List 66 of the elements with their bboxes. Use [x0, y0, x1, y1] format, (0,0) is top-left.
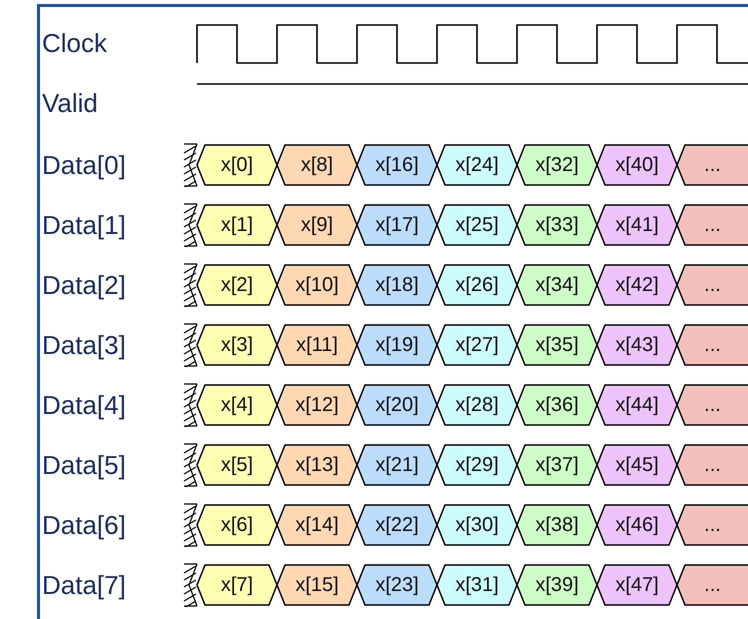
data-cell: x[13] — [277, 444, 357, 486]
data-cell: x[30] — [437, 504, 517, 546]
data-cell: x[11] — [277, 324, 357, 366]
data-cell: x[19] — [357, 324, 437, 366]
signal-name: Data[7] — [42, 570, 126, 600]
data-cell: x[29] — [437, 444, 517, 486]
data-cell: x[46] — [597, 504, 677, 546]
data-cell: ... — [677, 324, 748, 366]
data-cell: x[4] — [197, 384, 277, 426]
data-cell: x[32] — [517, 144, 597, 186]
data-cell: x[9] — [277, 204, 357, 246]
data-cell: x[0] — [197, 144, 277, 186]
data-cell: ... — [677, 444, 748, 486]
data-cell: x[2] — [197, 264, 277, 306]
data-cell: x[21] — [357, 444, 437, 486]
data-cell: x[37] — [517, 444, 597, 486]
data-cell: x[45] — [597, 444, 677, 486]
data-cell: x[31] — [437, 564, 517, 606]
data-cell: x[38] — [517, 504, 597, 546]
data-cell: x[25] — [437, 204, 517, 246]
data-cell: ... — [677, 144, 748, 186]
data-cell: x[24] — [437, 144, 517, 186]
data-cell: x[23] — [357, 564, 437, 606]
data-cell: x[18] — [357, 264, 437, 306]
data-cell: x[20] — [357, 384, 437, 426]
data-cell: x[10] — [277, 264, 357, 306]
data-cell: ... — [677, 384, 748, 426]
data-cell: x[7] — [197, 564, 277, 606]
signal-name: Valid — [42, 88, 98, 118]
data-cell: x[15] — [277, 564, 357, 606]
data-cell: x[26] — [437, 264, 517, 306]
data-cell: x[17] — [357, 204, 437, 246]
data-cell: x[12] — [277, 384, 357, 426]
data-cell: x[44] — [597, 384, 677, 426]
data-cell: ... — [677, 504, 748, 546]
data-cell: ... — [677, 204, 748, 246]
data-cell: x[22] — [357, 504, 437, 546]
signal-name: Data[1] — [42, 210, 126, 240]
data-cell: x[35] — [517, 324, 597, 366]
data-cell: x[16] — [357, 144, 437, 186]
signal-name: Data[2] — [42, 270, 126, 300]
data-cell: x[41] — [597, 204, 677, 246]
data-cell: x[43] — [597, 324, 677, 366]
data-cell: x[5] — [197, 444, 277, 486]
signal-name: Data[6] — [42, 510, 126, 540]
data-cell: x[3] — [197, 324, 277, 366]
signal-name: Data[4] — [42, 390, 126, 420]
data-cell: ... — [677, 264, 748, 306]
data-cell: ... — [677, 564, 748, 606]
data-cell: x[28] — [437, 384, 517, 426]
data-cell: x[14] — [277, 504, 357, 546]
data-cell: x[8] — [277, 144, 357, 186]
signal-name: Clock — [42, 28, 108, 58]
data-cell: x[6] — [197, 504, 277, 546]
data-cell: x[1] — [197, 204, 277, 246]
data-cell: x[42] — [597, 264, 677, 306]
signal-name: Data[5] — [42, 450, 126, 480]
data-cell: x[40] — [597, 144, 677, 186]
signal-name: Data[0] — [42, 150, 126, 180]
signal-name: Data[3] — [42, 330, 126, 360]
data-cell: x[36] — [517, 384, 597, 426]
data-cell: x[34] — [517, 264, 597, 306]
data-cell: x[47] — [597, 564, 677, 606]
data-cell: x[33] — [517, 204, 597, 246]
data-cell: x[27] — [437, 324, 517, 366]
data-cell: x[39] — [517, 564, 597, 606]
